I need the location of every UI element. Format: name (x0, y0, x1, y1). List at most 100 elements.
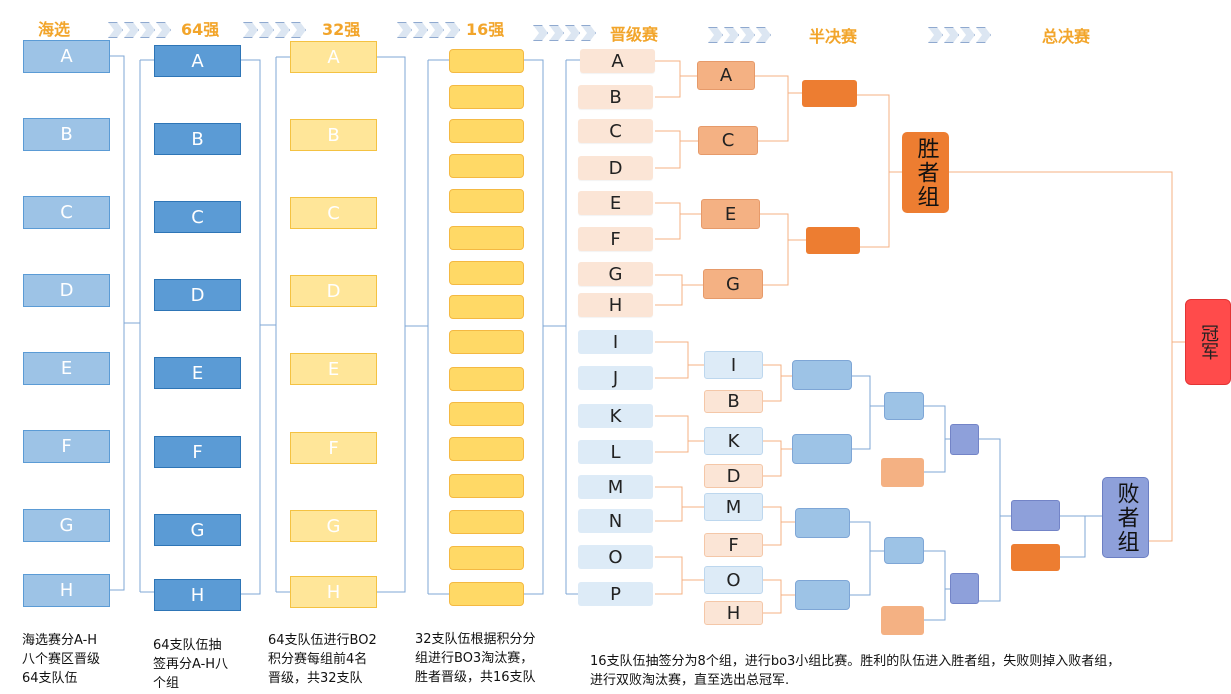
qualifier-team: E (23, 352, 110, 385)
losers-round-team: O (704, 566, 763, 594)
header-top32: 32强 (322, 20, 361, 39)
promotion-team: F (578, 227, 653, 251)
losers-semifinal-slot (795, 508, 850, 538)
losers-bracket-slot (950, 424, 979, 455)
promotion-team: E (578, 191, 653, 215)
qualifier-team: D (23, 274, 110, 307)
promotion-team: D (578, 156, 653, 180)
qualifier-team: F (23, 430, 110, 463)
losers-final-slot (1011, 500, 1060, 531)
promotion-team: P (578, 582, 653, 606)
promotion-team: K (578, 404, 653, 428)
qualifier-team: C (23, 196, 110, 229)
promotion-team: O (578, 545, 653, 569)
top16-slot (449, 49, 524, 73)
top32-group: H (290, 576, 377, 608)
top16-slot (449, 330, 524, 354)
promotion-team: M (578, 475, 653, 499)
header-top64: 64强 (181, 20, 220, 39)
promotion-team: A (580, 49, 655, 73)
arrows-icon (533, 25, 596, 41)
arrows-icon (108, 22, 171, 38)
top16-slot (449, 261, 524, 285)
header-top16: 16强 (466, 20, 505, 39)
top16-slot (449, 295, 524, 319)
top16-slot (449, 154, 524, 178)
top64-group: A (154, 45, 241, 77)
top16-slot (449, 546, 524, 570)
losers-bracket-slot (881, 458, 924, 487)
promotion-team: C (578, 119, 653, 143)
top32-group: E (290, 353, 377, 385)
losers-final-slot (1011, 544, 1060, 571)
top32-group: G (290, 510, 377, 542)
arrows-icon (928, 27, 991, 43)
promotion-team: G (578, 262, 653, 286)
losers-round-team: K (704, 427, 763, 455)
losers-round-team: I (704, 351, 763, 379)
top16-slot (449, 437, 524, 461)
top64-group: G (154, 514, 241, 546)
promotion-team: J (578, 366, 653, 390)
losers-semifinal-slot (792, 434, 852, 464)
top16-slot (449, 367, 524, 391)
top16-slot (449, 474, 524, 498)
winners-round-team: E (701, 199, 760, 229)
promotion-team: N (578, 509, 653, 533)
top16-slot (449, 510, 524, 534)
losers-bracket-slot (950, 573, 979, 604)
top32-group: B (290, 119, 377, 151)
promotion-team: B (578, 85, 653, 109)
qualifier-team: A (23, 40, 110, 73)
arrows-icon (243, 22, 306, 38)
top64-group: F (154, 436, 241, 468)
top16-slot (449, 189, 524, 213)
arrows-icon (397, 22, 460, 38)
top32-group: C (290, 197, 377, 229)
top32-group: F (290, 432, 377, 464)
top64-group: D (154, 279, 241, 311)
winners-round-team: A (697, 61, 755, 90)
winners-group: 胜者组 (902, 132, 949, 213)
losers-round-team: M (704, 493, 763, 521)
losers-group: 败者组 (1102, 477, 1149, 558)
winners-semifinal-slot (806, 227, 860, 254)
losers-bracket-slot (884, 537, 924, 564)
top32-group: A (290, 41, 377, 73)
note-top32: 64支队伍进行BO2 积分赛每组前4名 晋级，共32支队 (268, 633, 377, 686)
losers-semifinal-slot (792, 360, 852, 390)
losers-bracket-slot (884, 392, 924, 420)
promotion-team: I (578, 330, 653, 354)
top64-group: B (154, 123, 241, 155)
note-top16: 32支队伍根据积分分 组进行BO3淘汰赛， 胜者晋级，共16支队 (415, 632, 536, 685)
header-semifinal: 半决赛 (809, 27, 858, 46)
header-promotion: 晋级赛 (610, 25, 659, 44)
top64-group: E (154, 357, 241, 389)
winners-round-team: G (703, 269, 763, 299)
winners-round-team: C (698, 126, 758, 155)
promotion-team: L (578, 440, 653, 464)
top16-slot (449, 226, 524, 250)
top16-slot (449, 582, 524, 606)
header-final: 总决赛 (1042, 27, 1091, 46)
top64-group: C (154, 201, 241, 233)
qualifier-team: G (23, 509, 110, 542)
top64-group: H (154, 579, 241, 611)
losers-round-team: D (704, 464, 763, 488)
note-promotion: 16支队伍抽签分为8个组，进行bo3小组比赛。胜利的队伍进入胜者组，失败则掉入败… (590, 654, 1121, 688)
qualifier-team: H (23, 574, 110, 607)
top16-slot (449, 402, 524, 426)
top16-slot (449, 85, 524, 109)
losers-bracket-slot (881, 606, 924, 635)
champion-box: 冠军 (1185, 299, 1231, 385)
losers-semifinal-slot (795, 580, 850, 610)
top32-group: D (290, 275, 377, 307)
header-qualifier: 海选 (38, 20, 71, 39)
qualifier-team: B (23, 118, 110, 151)
top16-slot (449, 119, 524, 143)
winners-semifinal-slot (802, 80, 857, 107)
arrows-icon (708, 27, 771, 43)
losers-round-team: B (704, 390, 763, 413)
losers-round-team: H (704, 601, 763, 625)
